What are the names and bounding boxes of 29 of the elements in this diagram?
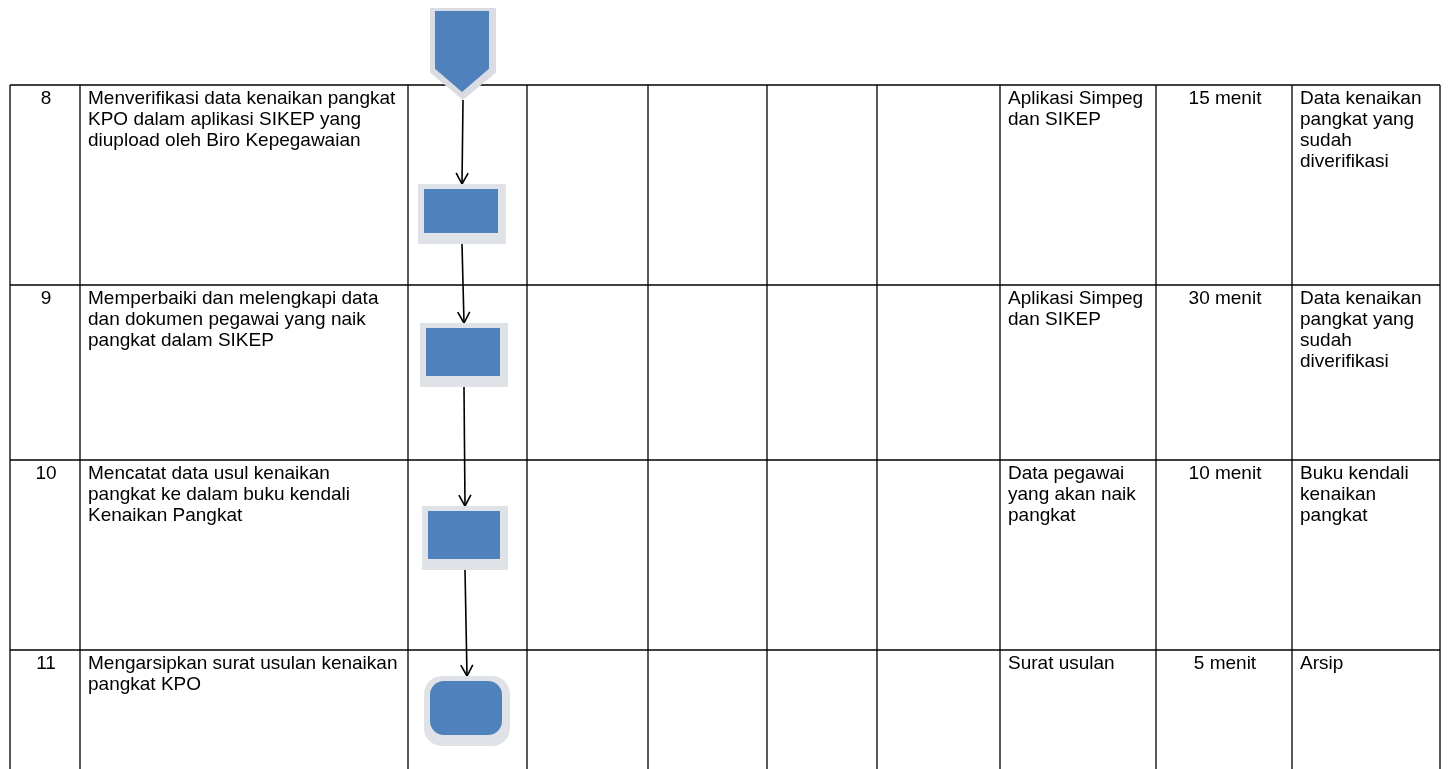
output-text: Buku kendali kenaikan pangkat [1300, 462, 1410, 525]
arrow [460, 569, 474, 677]
requirement-text: Aplikasi Simpeg dan SIKEP [1008, 87, 1145, 129]
requirement-text: Surat usulan [1008, 652, 1116, 673]
step-description: Mencatat data usul kenaikan pangkat ke dalam buku kendali Kenaikan Pangkat [88, 462, 351, 525]
terminator-shape [424, 676, 510, 746]
step-number: 9 [39, 287, 53, 308]
step-number: 10 [34, 462, 58, 483]
step-description: Memperbaiki dan melengkapi data dan dokumen pegawai yang naik pangkat dalam SIKEP [88, 287, 380, 350]
arrow [455, 99, 469, 185]
arrow [458, 386, 472, 507]
time-text: 15 menit [1187, 87, 1263, 108]
process-box [418, 184, 506, 244]
process-box [422, 506, 508, 570]
time-text: 30 menit [1187, 287, 1263, 308]
output-text: Data kenaikan pangkat yang sudah diverifikasi [1300, 87, 1423, 171]
time-text: 5 menit [1192, 652, 1258, 673]
arrow [456, 243, 471, 324]
output-text: Arsip [1300, 652, 1345, 673]
requirement-text: Data pegawai yang akan naik pangkat [1008, 462, 1137, 525]
process-box [420, 323, 508, 387]
time-text: 10 menit [1187, 462, 1263, 483]
step-number: 8 [39, 87, 53, 108]
step-number: 11 [35, 652, 57, 673]
requirement-text: Aplikasi Simpeg dan SIKEP [1008, 287, 1145, 329]
step-description: Mengarsipkan surat usulan kenaikan pangkat KPO [88, 652, 399, 694]
output-text: Data kenaikan pangkat yang sudah diverifikasi [1300, 287, 1423, 371]
off-page-connector [430, 8, 496, 100]
step-description: Menverifikasi data kenaikan pangkat KPO dalam aplikasi SIKEP yang diupload oleh Biro Kepegawaian [88, 87, 397, 150]
